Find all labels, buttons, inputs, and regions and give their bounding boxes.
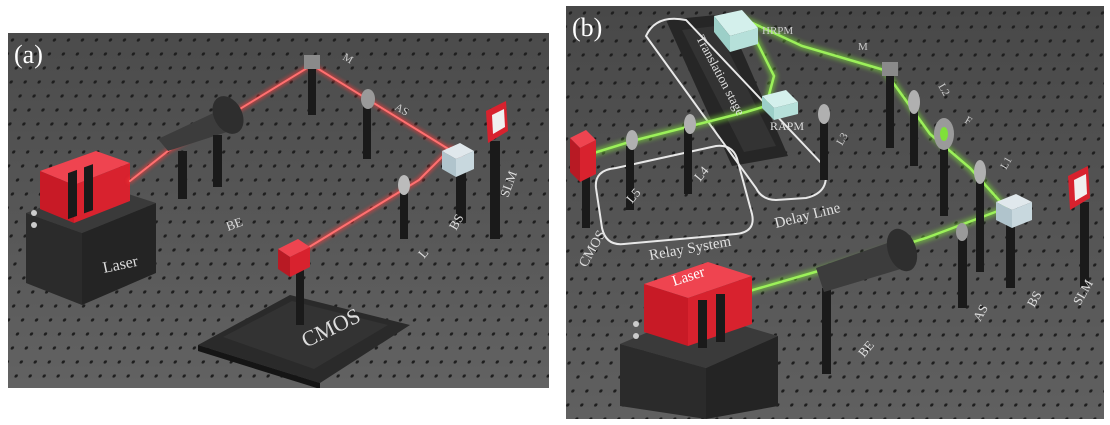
delay-line-outline [644, 17, 827, 202]
label-as-b: AS [970, 302, 991, 324]
spatial-light-modulator [1068, 166, 1090, 210]
panel-a-tag: (a) [14, 40, 43, 69]
filter-f [934, 118, 954, 150]
lens-l5 [626, 130, 638, 150]
beam-expander [816, 228, 918, 292]
panel-b: (b) HRPM Translation stage M L2 RAPM L3 … [566, 6, 1104, 419]
panel-a: (a) Laser BE M AS SLM BS L CMOS [8, 33, 549, 389]
laser-head [31, 151, 130, 228]
laser-head [633, 262, 752, 348]
label-rapm-b: RAPM [770, 119, 804, 133]
spatial-light-modulator [486, 101, 508, 143]
optic-mounts [582, 72, 1089, 374]
hrpm-prism [714, 10, 758, 52]
beam-expander [158, 96, 244, 199]
label-m-b: M [858, 41, 868, 53]
mirror-m [882, 62, 898, 76]
label-hrpm-b: HRPM [762, 25, 793, 37]
aperture-as [956, 223, 968, 241]
aperture-as [361, 89, 375, 109]
setup-b-illustration: (b) HRPM Translation stage M L2 RAPM L3 … [566, 6, 1104, 419]
label-l1-b: L1 [998, 155, 1015, 172]
mirror-m [304, 55, 320, 69]
beam-splitter [442, 143, 474, 177]
panel-b-tag: (b) [572, 13, 602, 42]
rapm-prism [762, 90, 798, 120]
label-bs-a: BS [446, 211, 467, 232]
cmos-camera [278, 239, 310, 277]
label-be-a: BE [224, 214, 245, 234]
lens-l2 [908, 90, 920, 114]
label-l3-b: L3 [834, 130, 851, 147]
label-bs-b: BS [1024, 288, 1045, 309]
lens-l4 [684, 114, 696, 134]
cmos-translation-stage [198, 295, 410, 389]
label-l2-b: L2 [935, 82, 952, 99]
optic-mounts [296, 63, 500, 325]
setup-a-illustration: (a) Laser BE M AS SLM BS L CMOS [8, 33, 549, 389]
lens-l [398, 175, 410, 195]
relay-system-outline [594, 144, 754, 246]
cmos-camera [570, 130, 596, 182]
lens-l3 [818, 104, 830, 124]
lens-l1 [974, 160, 986, 184]
label-f-b: F [963, 114, 974, 127]
beam-splitter [996, 194, 1032, 228]
translation-stage [666, 14, 788, 166]
